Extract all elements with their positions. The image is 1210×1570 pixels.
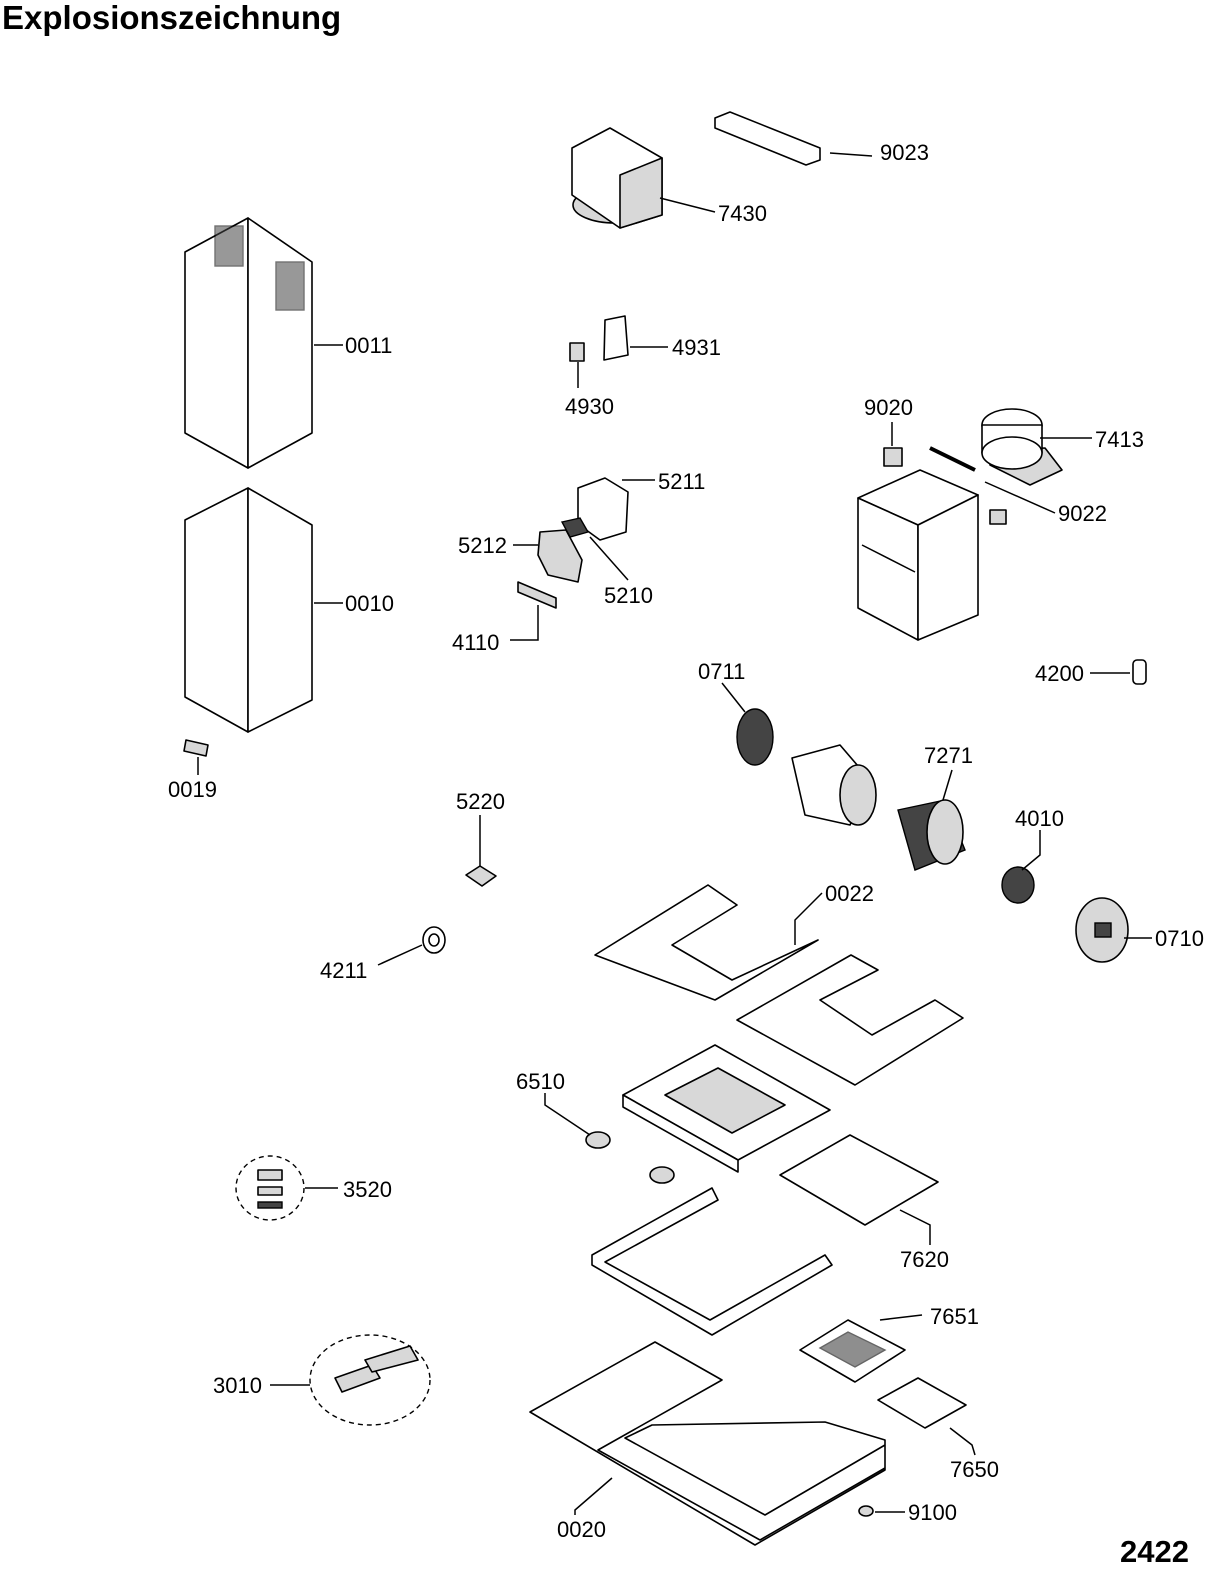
part-label-0010: 0010 [345,591,394,616]
suction-ring-part [736,708,774,766]
part-label-3520: 3520 [343,1177,392,1202]
backflow-flap-part [981,408,1063,486]
mounting-bracket-part [714,111,821,166]
fixing-clip-part [883,447,903,467]
fan-volute-part [791,744,877,826]
chimney-lower-part [184,487,313,733]
part-label-0711: 0711 [698,659,745,684]
control-module-part [560,517,590,538]
label-plate-part [183,739,209,757]
part-label-7650: 7650 [950,1457,999,1482]
part-label-7620: 7620 [900,1247,949,1272]
blower-housing-part [857,469,979,641]
sealing-frame-part [594,884,964,1086]
part-label-9023: 9023 [880,140,929,165]
carbon-filter-part [877,1377,967,1429]
chimney-upper-part [184,217,313,469]
motor-part [1001,866,1035,904]
part-label-4930: 4930 [565,394,614,419]
part-label-9100: 9100 [908,1500,957,1525]
part-label-7651: 7651 [930,1304,979,1329]
duct-adapter-part [571,127,663,229]
lower-frame-part [591,1187,833,1336]
part-label-0020: 0020 [557,1517,606,1542]
lamp-holder-part [465,865,497,887]
light-switch-group [235,1155,305,1221]
screw-part [858,1505,874,1517]
part-label-4931: 4931 [672,335,721,360]
part-label-0011: 0011 [345,333,392,358]
part-label-4200: 4200 [1035,661,1084,686]
control-switch-group [309,1334,431,1426]
part-label-9020: 9020 [864,395,913,420]
part-label-0710: 0710 [1155,926,1204,951]
part-label-4110: 4110 [452,630,499,655]
part-label-6510: 6510 [516,1069,565,1094]
part-label-7413: 7413 [1095,427,1144,452]
capacitor-part [1132,659,1147,685]
control-panel-part [517,581,557,609]
part-label-9022: 9022 [1058,501,1107,526]
page-number: 2422 [1120,1534,1189,1569]
seal-strip-part [929,446,976,472]
cable-grommet-part [585,1131,611,1149]
part-label-7271: 7271 [924,743,973,768]
part-label-5220: 5220 [456,789,505,814]
part-label-7430: 7430 [718,201,767,226]
part-label-5210: 5210 [604,583,653,608]
switch-bracket-part [603,315,629,361]
part-label-5211: 5211 [658,469,705,494]
part-label-0019: 0019 [168,777,217,802]
circuit-board-part [537,529,583,583]
part-label-5212: 5212 [458,533,507,558]
part-label-3010: 3010 [213,1373,262,1398]
clip-part [989,509,1007,525]
part-label-0022: 0022 [825,881,874,906]
bottom-plate-part [529,1341,886,1546]
fan-wheel-part [897,799,966,871]
switch-part [569,342,585,362]
grease-filter-part [779,1134,939,1226]
part-label-4010: 4010 [1015,806,1064,831]
main-frame-part [622,1044,831,1173]
page-title: Explosionszeichnung [2,0,342,36]
part-label-4211: 4211 [320,958,367,983]
